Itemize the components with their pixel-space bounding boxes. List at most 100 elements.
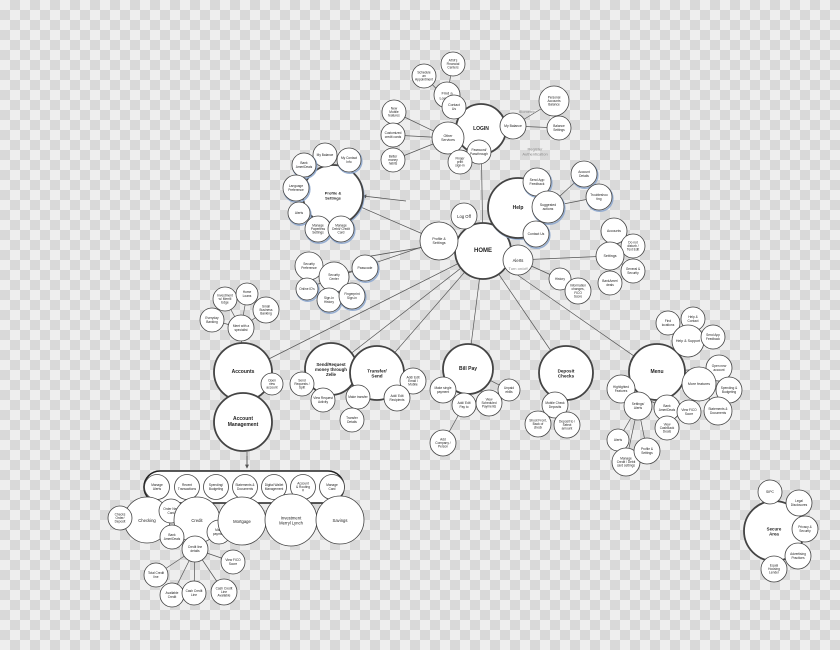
- svg-text:Mortgage: Mortgage: [233, 519, 251, 524]
- node-alerts-prof[interactable]: Alerts: [287, 201, 312, 226]
- svg-text:Help &Contact: Help &Contact: [688, 315, 699, 323]
- node-my-balance-login[interactable]: My Balance: [499, 112, 527, 140]
- node-mortgage[interactable]: Mortgage: [217, 496, 267, 546]
- node-stmts-docs-menu[interactable]: Statements &Documents: [703, 396, 733, 426]
- node-my-balance-prof[interactable]: My Balance: [312, 142, 338, 168]
- node-online-id[interactable]: Online ID's: [295, 277, 320, 303]
- node-alerts-menu[interactable]: Alerts: [606, 428, 630, 452]
- node-privacy[interactable]: Privacy &Security: [791, 515, 819, 543]
- node-history[interactable]: History: [548, 267, 572, 291]
- node-profile-settings-menu[interactable]: Profile &Settings: [633, 437, 661, 465]
- node-settings-alerts[interactable]: Settings: [595, 241, 625, 271]
- node-log-off[interactable]: Log Off: [450, 202, 478, 230]
- node-settings-alerts-menu[interactable]: Settings/Alerts: [623, 391, 653, 421]
- node-alerts-home[interactable]: Alerts: [502, 244, 534, 276]
- node-profile-settings-home[interactable]: Profile &Settings: [419, 221, 459, 261]
- node-make-transfer[interactable]: Make transfer: [345, 384, 371, 410]
- svg-text:Help & Support: Help & Support: [676, 339, 700, 343]
- capsule-cap-acct-routing[interactable]: Account& Routing#: [290, 474, 316, 500]
- capsule-cap-statements[interactable]: Statements &Documents: [232, 474, 258, 500]
- node-contact-us-help[interactable]: Contact Us: [522, 220, 551, 249]
- capsule-cap-spending[interactable]: Spending/Budgeting: [203, 474, 229, 500]
- node-general-security[interactable]: General &Security: [620, 258, 646, 284]
- node-more-features[interactable]: More features: [681, 366, 717, 402]
- node-savings[interactable]: Savings: [315, 495, 365, 545]
- node-sipc[interactable]: SIPC: [757, 479, 783, 505]
- node-help-support[interactable]: Help & Support: [671, 324, 705, 358]
- svg-text:Statements &Documents: Statements &Documents: [235, 483, 255, 491]
- node-passcode[interactable]: Passcode: [351, 254, 380, 284]
